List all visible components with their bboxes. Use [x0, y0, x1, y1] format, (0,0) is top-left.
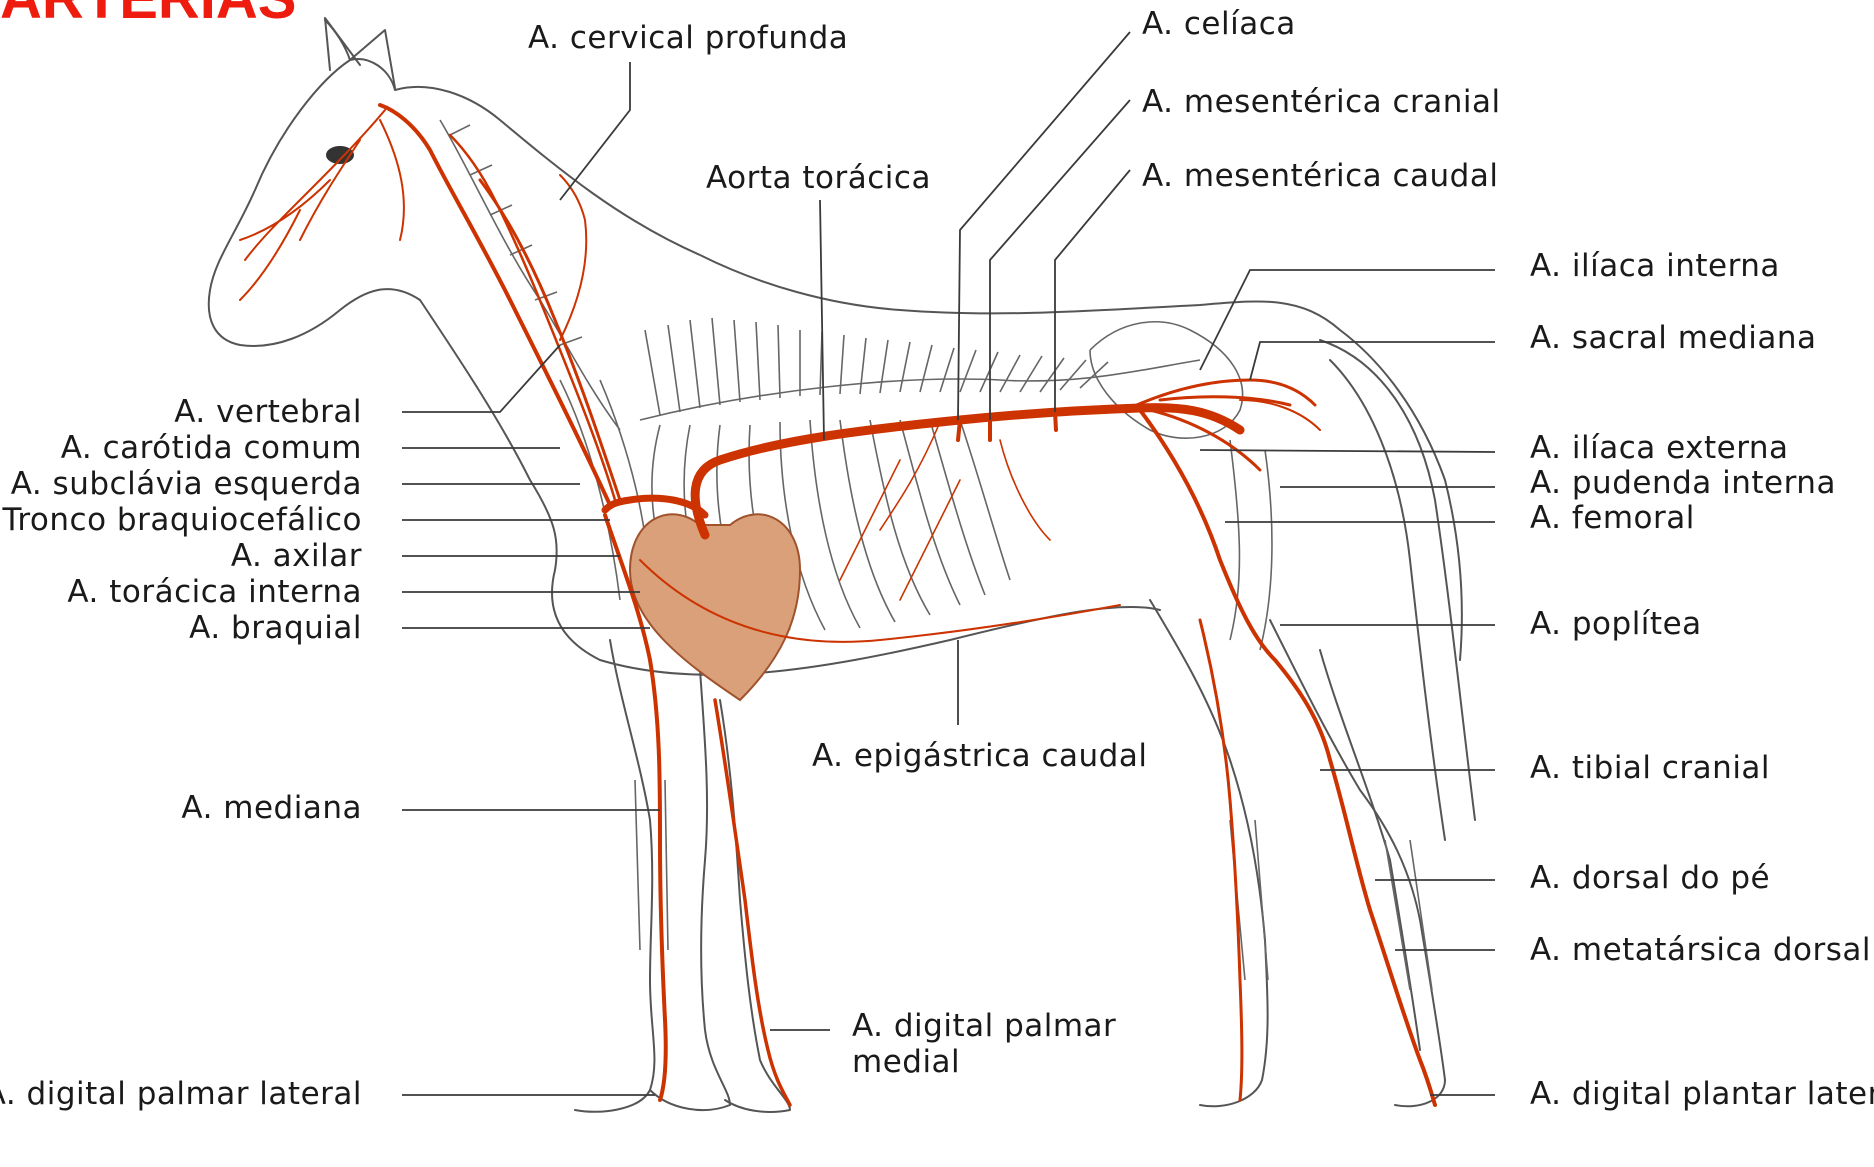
horse-ears: [325, 18, 395, 88]
mesenterica-caudal-vessel: [1055, 412, 1056, 430]
femur: [1230, 440, 1272, 650]
label-digital-plantar-lateral: A. digital plantar latera: [1530, 1076, 1874, 1112]
label-iliaca-interna: A. ilíaca interna: [1530, 248, 1780, 284]
diagram-title: ARTÉRIAS: [0, 0, 296, 31]
horse-hind-leg-near: [1150, 600, 1445, 1106]
label-femoral: A. femoral: [1530, 500, 1695, 536]
spinous-processes: [645, 318, 1108, 415]
horse-tail: [1320, 340, 1475, 840]
arteries: [240, 105, 1435, 1105]
sacral-mediana-vessel: [1240, 400, 1320, 430]
label-mesenterica-caudal: A. mesentérica caudal: [1142, 158, 1498, 194]
label-digital-palmar-medial-1: A. digital palmar: [852, 1008, 1116, 1044]
femoral-vessel: [1140, 410, 1435, 1105]
label-cervical-profunda: A. cervical profunda: [528, 20, 848, 56]
vertebral-vessel: [450, 135, 615, 500]
label-braquial: A. braquial: [189, 610, 362, 646]
celiaca-vessel: [958, 420, 960, 440]
cervical-profunda-vessel: [560, 175, 586, 340]
label-epigastrica-caudal: A. epigástrica caudal: [812, 738, 1147, 774]
aorta-toracica-vessel: [695, 408, 1240, 535]
label-aorta-toracica: Aorta torácica: [706, 160, 931, 196]
label-poplitea: A. poplítea: [1530, 606, 1702, 642]
label-digital-palmar-lateral: A. digital palmar lateral: [0, 1076, 362, 1112]
label-vertebral: A. vertebral: [174, 394, 362, 430]
label-iliaca-externa: A. ilíaca externa: [1530, 430, 1789, 466]
label-mediana: A. mediana: [181, 790, 362, 826]
mediana-vessel: [715, 700, 790, 1105]
labels: A. cervical profunda A. celíaca A. mesen…: [0, 6, 1874, 1112]
label-dorsal-do-pe: A. dorsal do pé: [1530, 860, 1770, 896]
label-toracica-interna: A. torácica interna: [67, 574, 362, 610]
horse-front-leg-far: [720, 700, 790, 1112]
label-digital-palmar-medial-2: medial: [852, 1044, 960, 1080]
skeleton-sketch: [440, 120, 1432, 990]
label-sacral-mediana: A. sacral mediana: [1530, 320, 1816, 356]
tibial-cranial-vessel: [1200, 620, 1242, 1100]
label-tibial-cranial: A. tibial cranial: [1530, 750, 1770, 786]
horse-front-leg-near: [575, 640, 730, 1112]
horse-face: [209, 60, 420, 346]
label-pudenda-interna: A. pudenda interna: [1530, 465, 1836, 501]
facial-arteries: [240, 110, 404, 300]
label-tronco-braquiocefalico: Tronco braquiocefálico: [1, 502, 362, 538]
label-metatarsica-dorsal: A. metatársica dorsal: [1530, 932, 1871, 968]
label-axilar: A. axilar: [231, 538, 362, 574]
horse-hind-leg-far: [1320, 650, 1420, 1050]
label-subclavia-esquerda: A. subclávia esquerda: [11, 466, 362, 502]
label-mesenterica-cranial: A. mesentérica cranial: [1142, 84, 1501, 120]
label-celiaca: A. celíaca: [1142, 6, 1296, 42]
label-carotida-comum: A. carótida comum: [61, 430, 362, 466]
horse-throat: [420, 300, 600, 660]
